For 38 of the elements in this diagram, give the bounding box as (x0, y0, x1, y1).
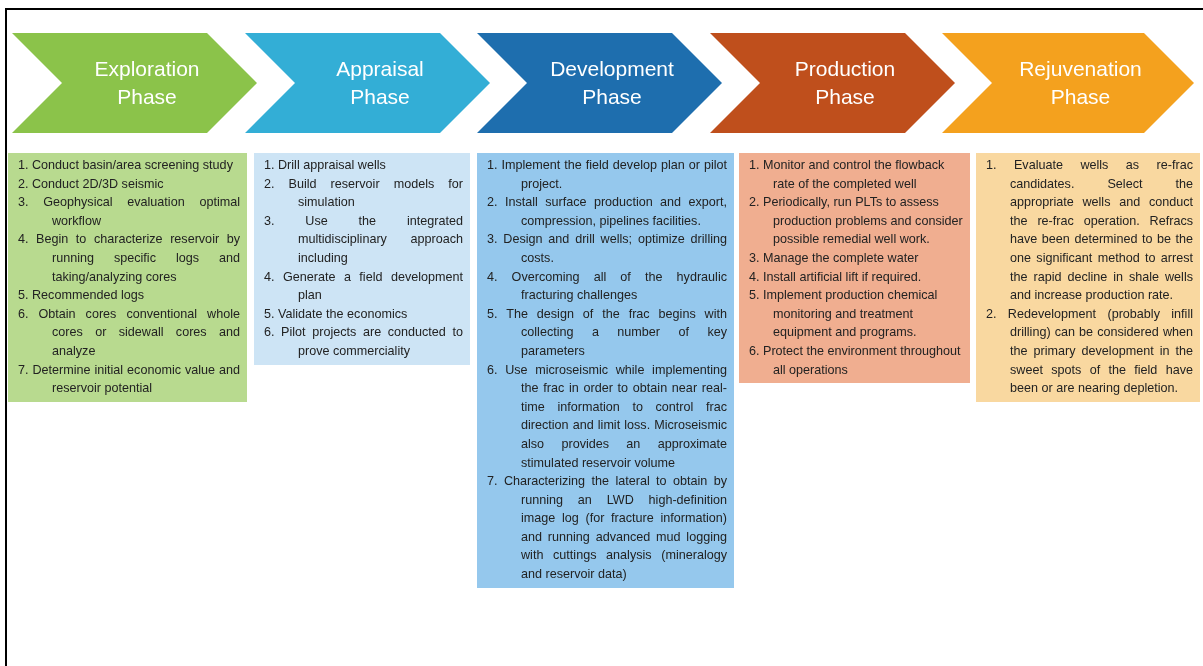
list-item: 6. Protect the environment throughout all operations (749, 342, 962, 379)
list-item: 2. Build reservoir models for simulation (264, 175, 463, 212)
list-item: 2. Redevelopment (probably infill drilling) can be considered when the primary development in the sweet spots of the field have been or are nearing depletion. (986, 305, 1193, 398)
list-item: 1. Evaluate wells as re-frac candidates. Select the appropriate wells and conduct the re-frac operation. Refracs have been determined to be the one significant method to arrest the rapid decline in shale wells and increase production rate. (986, 157, 1193, 305)
list-item: 3. Manage the complete water (749, 249, 920, 267)
list-item: 5. Implement production chemical monitoring and treatment equipment and programs. (749, 287, 939, 342)
list-item: 1. Conduct basin/area screening study (18, 157, 234, 174)
list-item: 5. The design of the frac begins with collecting a number of key parameters (487, 305, 727, 360)
list-item: 2. Install surface production and export, compression, pipelines facilities. (487, 194, 727, 230)
list-item: 6. Obtain cores conventional whole cores or sidewall cores and analyze (18, 305, 240, 360)
text-panel (976, 153, 1200, 402)
list-item: 1. Monitor and control the flowback rate of the completed well (749, 157, 946, 193)
list-item: 7. Determine initial economic value and reservoir potential (18, 361, 240, 398)
text-panel (477, 153, 734, 588)
list-item: 7. Characterizing the lateral to obtain by running an LWD high-definition image log (for fracture information) and running advanced mud logging with cuttings analysis (mineralogy and reservoir data) (487, 473, 727, 584)
text-panel (739, 153, 970, 384)
text-panel (8, 153, 247, 402)
phase-title: Production Phase (793, 56, 897, 110)
list-item: 2. Conduct 2D/3D seismic (18, 175, 165, 193)
list-item: 3. Geophysical evaluation optimal workflow (18, 194, 240, 230)
list-item: 3. Use the integrated multidisciplinary approach including (264, 212, 463, 267)
list-item: 4. Install artificial lift if required. (749, 268, 923, 286)
list-item: 6. Use microseismic while implementing the frac in order to obtain near real-time information to control frac direction and limit loss. Microseismic also provides an approximate stimulated reservoir volume (487, 361, 727, 472)
list-item: 5. Validate the economics (264, 305, 409, 323)
text-panel (254, 153, 470, 365)
phase-title: Appraisal Phase (335, 56, 425, 110)
phase-title: Rejuvenation Phase (1018, 56, 1143, 110)
list-item: 1. Drill appraisal wells (264, 157, 387, 174)
list-item: 1. Implement the field develop plan or pilot project. (487, 157, 727, 193)
list-item: 4. Generate a field development plan (264, 268, 463, 305)
list-item: 2. Periodically, run PLTs to assess production problems and consider possible remedial well work. (749, 194, 963, 249)
list-item: 4. Overcoming all of the hydraulic fracturing challenges (487, 268, 727, 305)
list-item: 3. Design and drill wells; optimize drilling costs. (487, 231, 727, 267)
phase-title: Exploration Phase (93, 56, 201, 110)
phase-title: Development Phase (549, 56, 675, 110)
list-item: 4. Begin to characterize reservoir by running specific logs and taking/analyzing cores (18, 231, 240, 286)
list-item: 6. Pilot projects are conducted to prove commerciality (264, 324, 463, 360)
list-item: 5. Recommended logs (18, 287, 145, 305)
